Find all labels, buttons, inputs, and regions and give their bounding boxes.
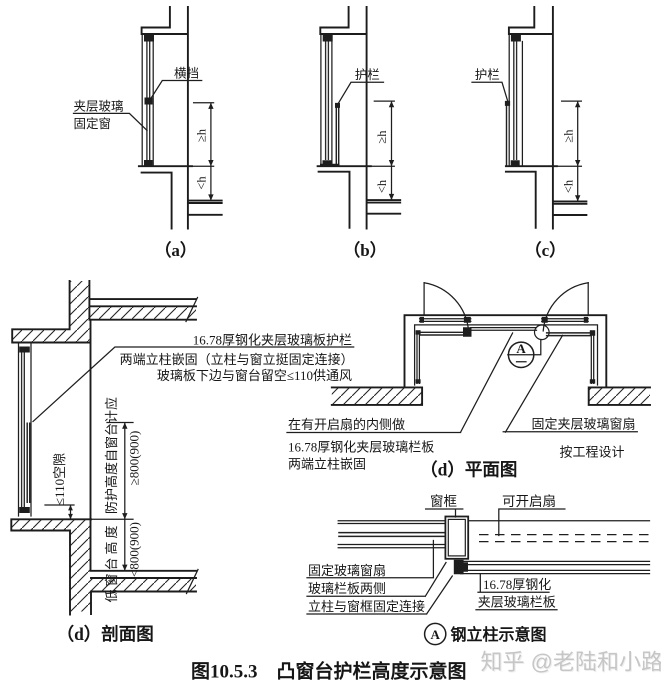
section-d-caption: （d）剖面图 (57, 624, 154, 644)
panel-c-section-detail: 护栏 ≥h <h （c） (471, 6, 588, 260)
panel-b-caption: （b） (343, 240, 386, 260)
plan-d-detail-bubble-letter: A (516, 341, 526, 356)
panel-c-dim-lower: <h (561, 179, 575, 193)
panel-b-dim-upper: ≥h (375, 130, 389, 144)
plan-d-caption: （d）平面图 (420, 460, 517, 480)
plan-d-note-right-line2: 按工程设计 (559, 445, 624, 460)
panel-b-dim-lower: <h (375, 179, 389, 193)
plan-d-sash-swing-arcs (423, 281, 589, 333)
panel-a-dim-lower: <h (195, 176, 209, 190)
detail-a-window-frame-outer (444, 515, 470, 560)
plan-d-outline-lines (413, 282, 599, 386)
panel-b-wall-lines (316, 6, 402, 230)
panel-c-glass-lines (513, 41, 518, 160)
section-d-structure-lines (10, 280, 197, 616)
plan-d-note-left-line1: 在有开启扇的内侧做 (288, 417, 405, 432)
plan-d-note-left-line2: 16.78厚钢化夹层玻璃栏板 (288, 440, 434, 455)
detail-a-column-fix-label: 立柱与窗框固定连接 (308, 599, 425, 614)
detail-a-label-leaders (306, 508, 566, 615)
panel-a-glass-label-line1: 夹层玻璃 (74, 100, 124, 114)
panel-b-frame-dim-lines (320, 33, 395, 201)
detail-a-openable-label: 可开启扇 (502, 494, 556, 509)
section-d-guard-glass (26, 422, 31, 503)
plan-d-view: A 在有开启扇的内侧做 16.78厚钢化夹层玻璃栏板 两端立柱嵌固 固定夹层玻璃… (286, 281, 651, 480)
panel-c-dim-upper: ≥h (561, 129, 575, 143)
detail-a-openable-sash-dashes (479, 533, 650, 543)
plan-d-detail-bubble-circle (507, 341, 535, 369)
detail-a-connection-block (453, 559, 468, 575)
section-d-note-leader (32, 346, 355, 423)
detail-a-rail-glass-lines (459, 560, 651, 575)
panel-a-glass-label-line2: 固定窗 (74, 116, 112, 131)
section-d-sill-height-value: <800(900) (127, 522, 142, 577)
section-d-gap-dim-label: ≤110空隙 (52, 453, 67, 505)
detail-a-frame-lines (337, 520, 651, 549)
section-d-sill-height-label: 低窗台高度 (104, 522, 119, 602)
plan-d-steel-column-circle (533, 324, 550, 341)
detail-a-frame-label: 窗框 (430, 493, 457, 509)
plan-d-outline-walls (330, 314, 651, 406)
panel-c-leader-lines (471, 81, 509, 103)
watermark: 知乎 @老陆和小路 (481, 650, 661, 675)
section-d-window-glass (20, 352, 25, 507)
detail-a-glass-label-line1: 16.78厚钢化 (483, 577, 551, 592)
section-d-note-line3: 玻璃板下边与窗台留空≤110供通风 (157, 368, 352, 383)
plan-d-note-leaders (286, 332, 638, 434)
panel-a-leader-lines (72, 79, 203, 132)
plan-d-wall-hatch (331, 387, 650, 405)
figure-caption: 图10.5.3 凸窗台护栏高度示意图 (191, 660, 467, 683)
panel-a-frame-blocks (144, 35, 214, 201)
detail-a-rail-sides-label: 玻璃栏板两侧 (308, 581, 386, 596)
panel-b-frame-blocks (320, 35, 395, 201)
panel-b-glass-lines (324, 41, 330, 160)
plan-d-blocks (415, 316, 596, 384)
panel-c-caption: （c） (525, 240, 567, 260)
section-d-note-line1: 16.78厚钢化夹层玻璃板护栏 (193, 332, 352, 347)
detail-a-marker-letter: A (431, 627, 441, 642)
watermark-shadow: 知乎 @老陆和小路 (482, 651, 661, 676)
section-d-frame-dim-lines (17, 296, 199, 595)
section-d-guard-height-value: ≥800(900) (127, 431, 142, 486)
panel-a-crossbar-label: 横挡 (174, 67, 199, 81)
panel-a-dim-upper: ≥h (195, 128, 209, 142)
section-d-view: 16.78厚钢化夹层玻璃板护栏 两端立柱嵌固（立柱与窗立挺固定连接） 玻璃板下边… (10, 280, 355, 644)
detail-a-marker-circle (423, 622, 447, 646)
detail-a-fixed-glass-lines (338, 531, 446, 538)
panel-b-guardrail-label: 护栏 (355, 67, 380, 82)
panel-a-wall-lines (137, 6, 223, 230)
panel-b-guardrail-lines (335, 104, 340, 165)
panel-c-frame-dim-lines (508, 33, 583, 203)
detail-a-glass-label-line2: 夹层玻璃栏板 (478, 594, 556, 609)
plan-d-guard-glass-lines (419, 331, 592, 337)
panel-a-section-detail: 横挡 夹层玻璃 固定窗 ≥h <h （a） (72, 6, 223, 260)
panel-b-leader-lines (337, 81, 385, 105)
section-d-note-line2: 两端立柱嵌固（立柱与窗立挺固定连接） (120, 352, 354, 367)
detail-a-caption: 钢立柱示意图 (451, 625, 547, 644)
panel-c-guardrail-label: 护栏 (475, 67, 500, 82)
section-d-hatch-fills (11, 281, 196, 612)
plan-d-note-left-line3: 两端立柱嵌固 (288, 456, 366, 471)
plan-d-note-right-line1: 固定夹层玻璃窗扇 (531, 417, 635, 432)
detail-a-fixed-sash-label: 固定玻璃窗扇 (308, 563, 386, 578)
detail-a-window-frame-inner (447, 518, 466, 557)
detail-a-view: 窗框 可开启扇 固定玻璃窗扇 玻璃栏板两侧 立柱与窗框固定连接 16.78厚钢化… (306, 493, 651, 646)
panel-a-caption: （a） (154, 240, 197, 260)
section-d-guard-height-label: 防护高度自窗台计应 (104, 397, 119, 514)
panel-a-frame-dim-lines (141, 33, 215, 202)
panel-c-wall-lines (504, 6, 588, 230)
panel-b-section-detail: 护栏 ≥h <h （b） (316, 6, 402, 260)
